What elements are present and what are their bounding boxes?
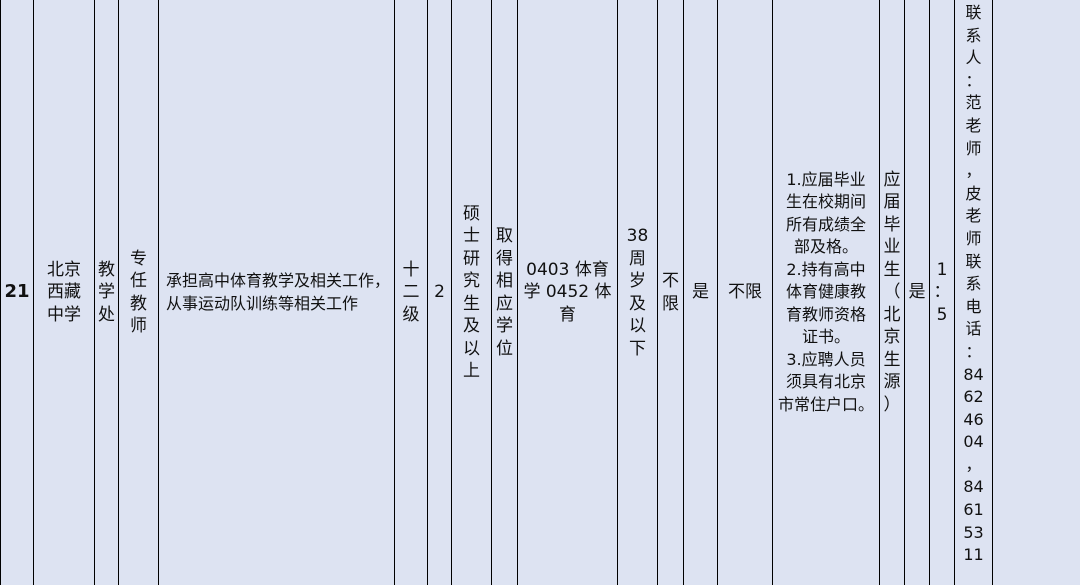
major-requirement: 0403 体育 学 0452 体 育 [523,259,612,325]
requirements-cell: 1.应届毕业 生在校期间 所有成绩全 部及格。 2.持有高中 体育健康教 育教师… [773,0,880,585]
age-requirement: 38 周 岁 及 以 下 [626,226,649,359]
party-cell: 是 [684,0,718,585]
exam-cell: 是 [905,0,930,585]
description-cell: 承担高中体育教学及相关工作， 从事运动队训练等相关工作 [159,0,395,585]
age-cell: 38 周 岁 及 以 下 [618,0,658,585]
major-cell: 0403 体育 学 0452 体 育 [518,0,618,585]
party-requirement: 是 [692,282,709,303]
position-name: 专 任 教 师 [130,248,147,337]
degree-requirement: 取 得 相 应 学 位 [496,226,513,359]
unit-cell: 北京 西藏 中学 [34,0,95,585]
remarks-cell [993,0,1080,585]
gender-cell: 不 限 [658,0,684,585]
exam-required: 是 [908,282,926,303]
candidate-source: 应 届 毕 业 生 （ 北 京 生 源 ） [883,169,901,415]
source-cell: 应 届 毕 业 生 （ 北 京 生 源 ） [880,0,905,585]
job-description: 承担高中体育教学及相关工作， 从事运动队训练等相关工作 [166,271,391,313]
experience-requirement: 不限 [728,282,762,303]
count-cell: 2 [428,0,452,585]
contact-cell: 联 系 人 ： 范 老 师 ， 皮 老 师 联 系 电 话 ： 84 62 46… [955,0,993,585]
education-requirement: 硕 士 研 究 生 及 以 上 [463,203,480,382]
contact-info: 联 系 人 ： 范 老 师 ， 皮 老 师 联 系 电 话 ： 84 62 46… [963,3,984,565]
level-cell: 十 二 级 [395,0,428,585]
education-cell: 硕 士 研 究 生 及 以 上 [452,0,492,585]
unit-name: 北京 西藏 中学 [47,259,81,325]
gender-requirement: 不 限 [662,271,679,314]
interview-ratio: 1 ： 5 [933,259,951,325]
department: 教 学 处 [98,259,115,325]
other-requirements: 1.应届毕业 生在校期间 所有成绩全 部及格。 2.持有高中 体育健康教 育教师… [777,169,874,414]
row-index: 21 [4,281,30,303]
hiring-count: 2 [434,282,445,303]
position-cell: 专 任 教 师 [119,0,159,585]
experience-cell: 不限 [718,0,773,585]
degree-cell: 取 得 相 应 学 位 [492,0,518,585]
position-level: 十 二 级 [402,259,420,325]
row-index-cell: 21 [0,0,34,585]
department-cell: 教 学 处 [95,0,119,585]
ratio-cell: 1 ： 5 [930,0,955,585]
